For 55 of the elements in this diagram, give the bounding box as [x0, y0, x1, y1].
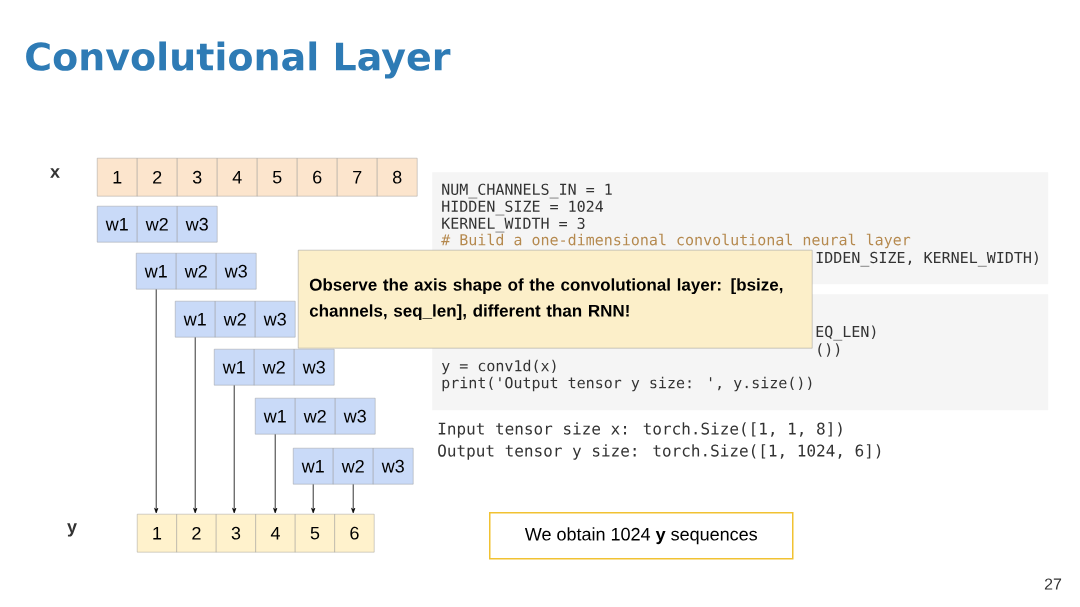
kernel-cell: w3 — [216, 253, 257, 290]
kernel-cell: w1 — [255, 398, 296, 435]
input-cell: 1 — [97, 158, 138, 197]
output-cell: 5 — [295, 514, 335, 553]
kernel-cell: w1 — [214, 349, 255, 386]
kernel-cell: w2 — [295, 398, 336, 435]
output-cell: 6 — [334, 514, 375, 553]
input-cell: 5 — [257, 158, 298, 197]
input-cell: 8 — [377, 158, 418, 197]
slide-title: Convolutional Layer — [26, 41, 451, 79]
output-cell: 3 — [216, 514, 256, 553]
callout-box: Observe the axis shape of the convolutional layer: [bsize, channels, seq_len], different than RNN! — [298, 250, 813, 349]
kernel-cell: w2 — [254, 349, 295, 386]
kernel-cell: w2 — [215, 301, 256, 338]
kernel-cell: w3 — [373, 448, 414, 485]
kernel-cell: w3 — [335, 398, 376, 435]
arrow — [154, 289, 159, 514]
arrow — [351, 484, 356, 514]
arrow — [273, 434, 278, 514]
code-line: EQ_LEN) — [816, 325, 876, 341]
code-line: KERNEL_WIDTH = 3 — [442, 217, 585, 233]
kernel-cell: w3 — [294, 349, 335, 386]
output-cell: 4 — [255, 514, 296, 553]
kernel-cell: w1 — [293, 448, 334, 485]
code-line: ()) — [818, 343, 840, 357]
kernel-cell: w2 — [333, 448, 374, 485]
code-line: NUM_CHANNELS_IN = 1 — [442, 183, 612, 199]
result-box: We obtain 1024 y sequences — [489, 512, 794, 560]
input-cell: 7 — [337, 158, 378, 197]
output-text: Input tensor size x: torch.Size([1, 1, 8]) — [438, 422, 842, 438]
kernel-cell: w3 — [255, 301, 296, 338]
code-line: HIDDEN_SIZE = 1024 — [442, 200, 604, 216]
input-cell: 4 — [217, 158, 258, 197]
input-cell: 6 — [297, 158, 338, 197]
output-cell: 2 — [176, 514, 217, 553]
axis-label: x — [50, 168, 60, 178]
kernel-cell: w1 — [136, 253, 177, 290]
axis-label: y — [67, 523, 77, 537]
kernel-cell: w1 — [175, 301, 216, 338]
arrow — [311, 484, 316, 514]
arrow — [232, 385, 237, 514]
output-text: Output tensor y size: torch.Size([1, 1024, 6]) — [438, 444, 881, 460]
input-cell: 3 — [177, 158, 218, 197]
page-number: 27 — [1044, 578, 1062, 590]
code-line: # Build a one-dimensional convolutional neural layer — [441, 233, 911, 249]
kernel-cell: w3 — [177, 206, 218, 243]
code-line: print('Output tensor y size: ', y.size()) — [442, 376, 812, 392]
kernel-cell: w1 — [97, 206, 138, 243]
kernel-cell: w2 — [176, 253, 217, 290]
code-line: y = conv1d(x) — [441, 359, 556, 375]
arrow — [193, 337, 198, 514]
kernel-cell: w2 — [137, 206, 178, 243]
code-line: IDDEN_SIZE, KERNEL_WIDTH) — [816, 251, 1038, 267]
input-cell: 2 — [137, 158, 178, 197]
output-cell: 1 — [137, 514, 177, 553]
